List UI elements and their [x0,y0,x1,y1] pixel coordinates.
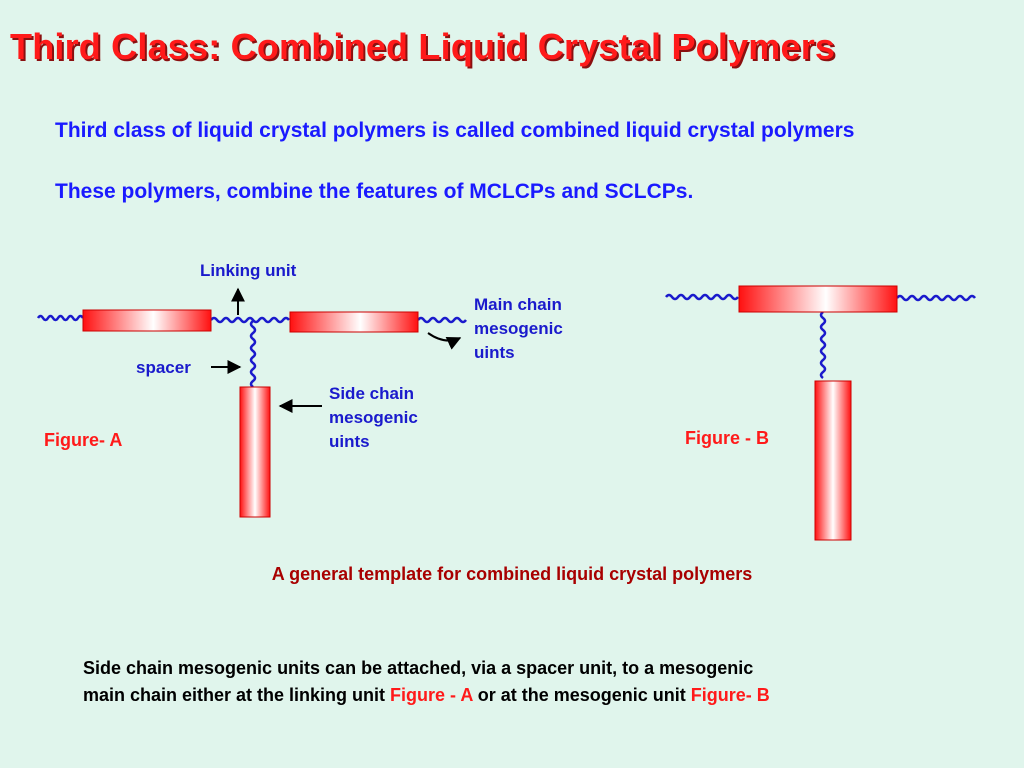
main-chain-label: Main chain mesogenic uints [474,293,563,365]
main-chain-arrow [427,332,462,350]
intro-line-2: These polymers, combine the features of … [55,180,694,203]
page-title: Third Class: Combined Liquid Crystal Pol… [10,26,836,67]
explanation-line-1: Side chain mesogenic units can be attach… [83,658,754,678]
fig-a-side-mesogen [239,386,271,518]
main-chain-label-line: Main chain [474,295,562,314]
spacer-label: spacer [136,358,191,377]
fig-b-main-mesogen [738,285,898,313]
main-chain-label-line: uints [474,343,515,362]
explanation-text-c: or at the mesogenic unit [472,685,691,705]
fig-b-chain-left [665,293,739,301]
main-chain-label-line: mesogenic [474,319,563,338]
linking-unit-label: Linking unit [200,261,297,280]
figure-b-label: Figure - B [685,428,769,448]
diagram-caption: A general template for combined liquid c… [271,564,753,584]
figure-a-label: Figure- A [44,430,123,450]
fig-a-linking-chain [210,316,290,324]
fig-b-chain-right [896,294,976,302]
side-chain-label-line: uints [329,432,370,451]
explanation-line-2: main chain either at the linking unit Fi… [83,682,983,709]
side-chain-label-line: Side chain [329,384,415,403]
fig-a-chain-left [36,314,85,322]
figure-b-reference: Figure- B [690,685,770,705]
intro-line-1: Third class of liquid crystal polymers i… [55,119,855,142]
fig-b-spacer-chain [819,311,827,379]
fig-a-main-mesogen-right [289,311,419,333]
side-chain-label: Side chain mesogenic uints [329,382,418,454]
explanation-text: Side chain mesogenic units can be attach… [83,655,983,709]
fig-a-chain-right [417,316,467,324]
figure-a-reference: Figure - A [390,685,473,705]
explanation-text-a: main chain either at the linking unit [83,685,391,705]
fig-a-main-mesogen-left [82,309,212,332]
fig-b-side-mesogen [814,380,852,541]
side-chain-label-line: mesogenic [329,408,418,427]
fig-a-spacer-chain [249,320,257,388]
